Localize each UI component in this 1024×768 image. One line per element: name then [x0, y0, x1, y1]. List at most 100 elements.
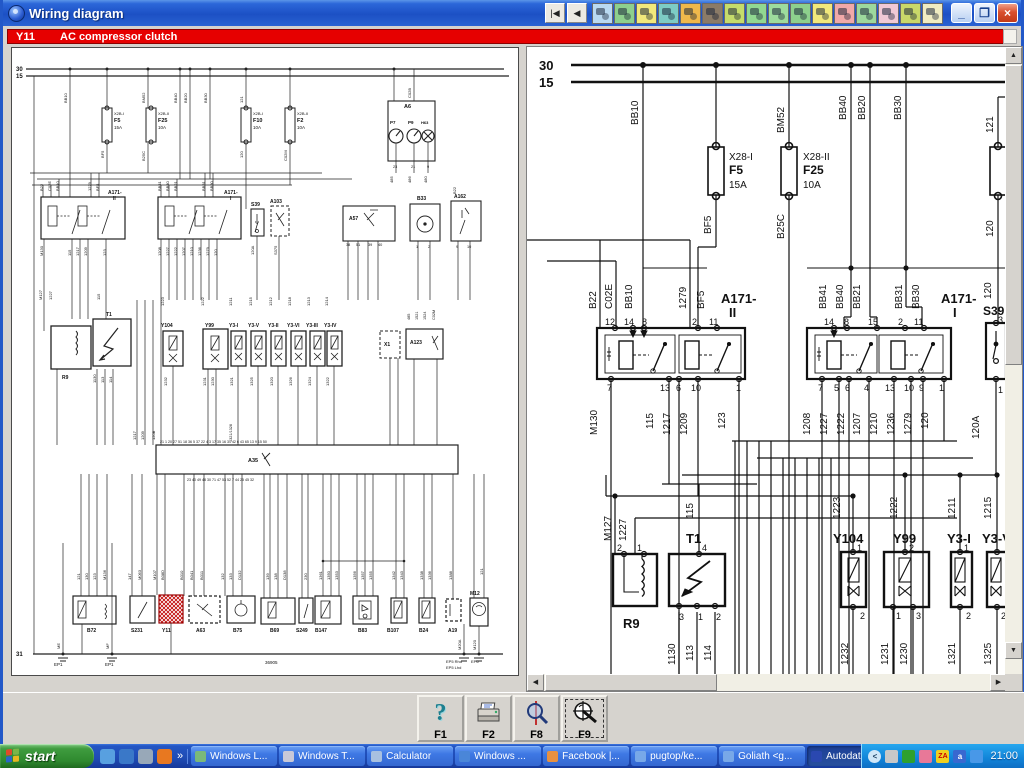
- autodata-tray-icon[interactable]: a: [953, 749, 967, 763]
- wire-label: 15: [868, 317, 878, 327]
- scroll-left-button[interactable]: ◀: [527, 674, 544, 691]
- horizontal-scrollbar[interactable]: ◀ ▶: [527, 674, 1007, 691]
- scroll-up-button[interactable]: ▲: [1005, 47, 1022, 64]
- task-pugtop[interactable]: pugtop/ke...: [631, 746, 718, 766]
- wire-label: 1343: [399, 570, 404, 580]
- repair-times-icon[interactable]: [636, 2, 657, 24]
- internet-explorer-icon[interactable]: [100, 748, 115, 764]
- wire-label: 1361: [318, 570, 323, 580]
- wire-label: MF: [105, 643, 110, 649]
- wire-label: 1217: [75, 246, 80, 256]
- task-windows-l[interactable]: Windows L...: [191, 746, 278, 766]
- wire-label: 1130: [667, 643, 678, 665]
- diagnostics-icon[interactable]: [658, 2, 679, 24]
- wire-label: EP6: [471, 659, 479, 664]
- close-button[interactable]: ×: [997, 3, 1018, 23]
- wire-label: 2: [692, 317, 697, 327]
- task-windows-m[interactable]: Windows ...: [455, 746, 542, 766]
- overview-diagram[interactable]: 3015BB10BM52BB40BB20BB30121C02BX2B-IF515…: [12, 48, 518, 675]
- component-label: Y11: [162, 628, 171, 634]
- wire-label: 4: [864, 383, 869, 393]
- wire-label: 1213: [306, 296, 311, 306]
- zoom-diagram[interactable]: 3015BB10BM52BB40BB20BB30121X28-IF515AX28…: [527, 47, 1006, 675]
- nav-back-button[interactable]: ◀: [567, 3, 587, 23]
- task-autodata[interactable]: Autodata ...: [807, 746, 862, 766]
- firefox-icon[interactable]: [157, 748, 172, 764]
- wire-label: BB31: [201, 180, 206, 191]
- minimize-button[interactable]: _: [951, 3, 972, 23]
- scroll-down-button[interactable]: ▼: [1005, 642, 1022, 659]
- titlebar[interactable]: Wiring diagram |◀ ◀ _ ❐ ×: [3, 0, 1021, 26]
- wire-label: BB10: [630, 100, 641, 125]
- battery-icon[interactable]: [746, 2, 767, 24]
- airbag-icon[interactable]: [878, 2, 899, 24]
- wire-label: 1: [896, 611, 901, 621]
- wire-label: 6: [845, 383, 850, 393]
- technical-help-icon[interactable]: [812, 2, 833, 24]
- component-label: X1: [384, 342, 390, 348]
- gearbox-icon[interactable]: [900, 2, 921, 24]
- wire-label: 40: [378, 243, 382, 247]
- show-desktop-icon[interactable]: [138, 748, 153, 764]
- task-facebook[interactable]: Facebook |...: [543, 746, 630, 766]
- wire-label: 1218: [287, 296, 292, 306]
- wire-label: 10: [467, 245, 471, 249]
- wire-label: C02B: [407, 88, 412, 98]
- key-programming-icon[interactable]: [724, 2, 745, 24]
- wire-label: M120: [472, 639, 477, 650]
- update-tray-icon[interactable]: [970, 749, 984, 763]
- diagnostic-codes-icon[interactable]: [856, 2, 877, 24]
- wire-label: B25C: [776, 214, 787, 239]
- vertical-scrollbar[interactable]: ▲ ▼: [1005, 47, 1022, 676]
- jacking-points-icon[interactable]: [680, 2, 701, 24]
- horizontal-scroll-thumb[interactable]: [545, 674, 717, 691]
- task-goliath[interactable]: Goliath <g...: [719, 746, 806, 766]
- wire-label: B010: [179, 570, 184, 580]
- maximize-button[interactable]: ❐: [974, 3, 995, 23]
- component-label: Y99: [893, 531, 916, 546]
- media-player-icon[interactable]: [119, 748, 134, 764]
- service-schedule-icon[interactable]: [614, 2, 635, 24]
- quick-launch: »: [94, 748, 189, 764]
- component-code: Y11: [16, 30, 35, 43]
- component-label: Y3-V: [248, 323, 260, 329]
- task-windows-t[interactable]: Windows T...: [279, 746, 366, 766]
- task-label: Windows L...: [210, 750, 268, 762]
- wire-label: 14: [824, 317, 834, 327]
- quick-launch-overflow[interactable]: »: [177, 750, 184, 762]
- engine-data-icon[interactable]: [702, 2, 723, 24]
- wire-label: 1231: [880, 642, 891, 665]
- wire-label: 1336: [427, 570, 432, 580]
- task-label: Autodata ...: [826, 750, 861, 762]
- zonealarm-tray-icon[interactable]: ZA: [936, 749, 950, 763]
- help-button[interactable]: ? F1: [417, 695, 464, 742]
- start-button[interactable]: start: [0, 744, 94, 768]
- component-label: B69: [270, 628, 279, 634]
- module-icon[interactable]: [922, 2, 943, 24]
- engine-management-icon[interactable]: [834, 2, 855, 24]
- antivirus-tray-icon[interactable]: [902, 749, 916, 763]
- compare-button[interactable]: F8: [513, 695, 560, 742]
- wire-label: 1236: [197, 246, 202, 256]
- hide-tray-icons-chevron[interactable]: <: [868, 749, 882, 763]
- wire-label: 9: [919, 383, 924, 393]
- task-calculator-icon: [371, 750, 383, 762]
- wire-label: 485: [389, 176, 394, 183]
- messenger-tray-icon[interactable]: [919, 749, 933, 763]
- zoom-tool-button[interactable]: F9: [561, 695, 608, 742]
- wire-label: M127: [38, 289, 43, 300]
- component-label: A57: [349, 216, 358, 222]
- vertical-scroll-thumb[interactable]: [1005, 65, 1022, 365]
- printer-tray-icon[interactable]: [885, 749, 899, 763]
- print-button[interactable]: F2: [465, 695, 512, 742]
- component-location-icon[interactable]: [790, 2, 811, 24]
- task-windows-t-icon: [283, 750, 295, 762]
- wire-label: M130: [589, 410, 600, 435]
- nav-first-button[interactable]: |◀: [545, 3, 565, 23]
- wiring-diagram-icon[interactable]: [592, 2, 613, 24]
- wire-label: 10A: [158, 125, 166, 130]
- aircon-icon[interactable]: [768, 2, 789, 24]
- task-calculator[interactable]: Calculator: [367, 746, 454, 766]
